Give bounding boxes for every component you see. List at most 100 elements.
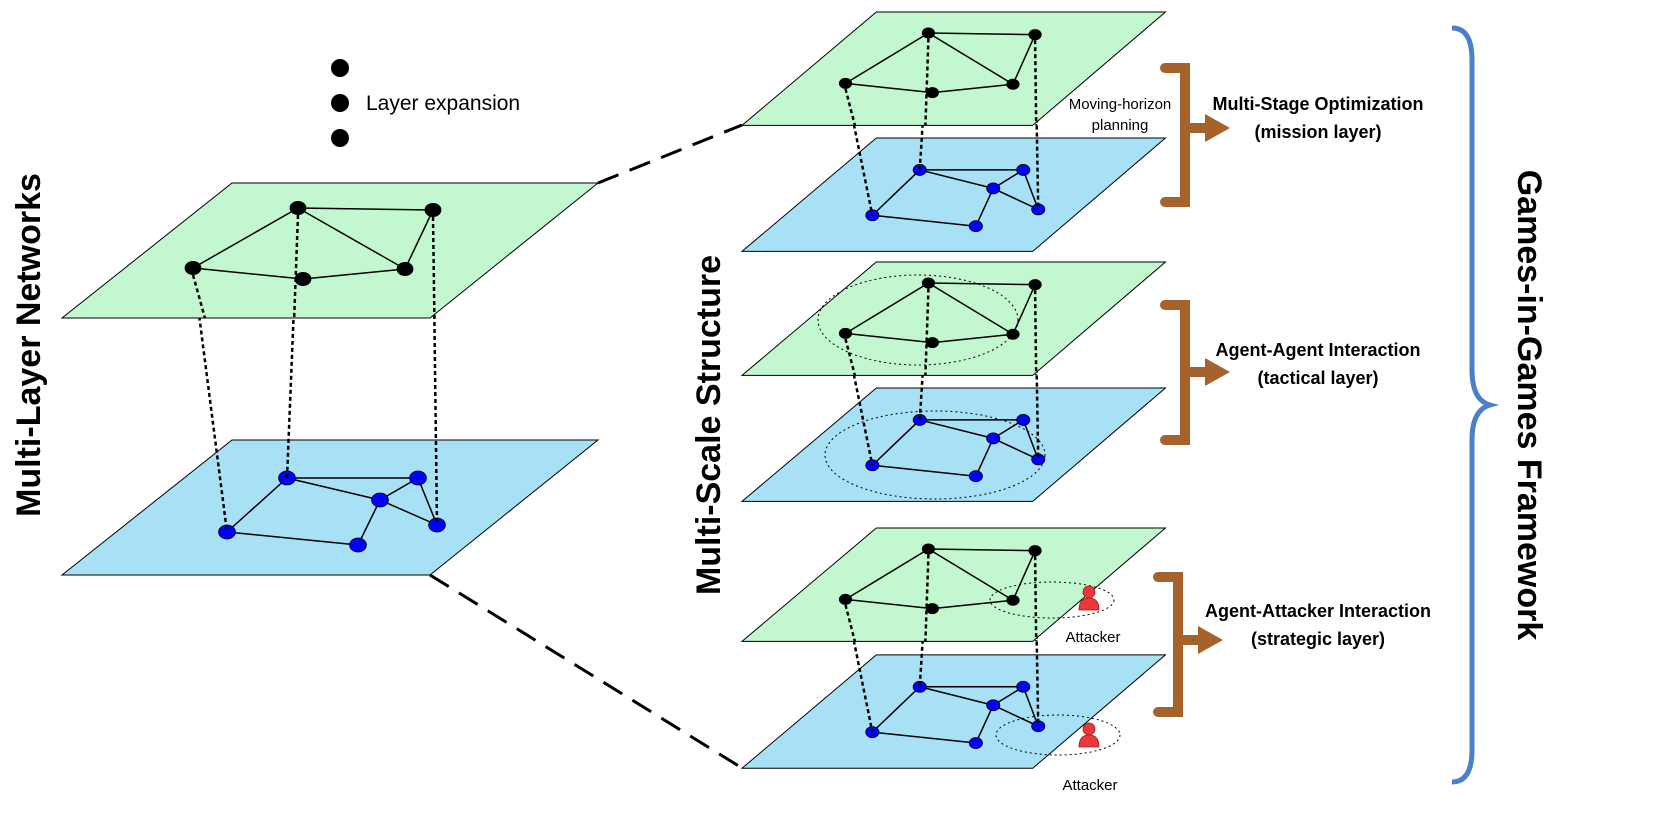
upper-edge bbox=[192, 207, 299, 269]
lower-node bbox=[912, 414, 927, 426]
title-games-in-games: Games-in-Games Framework bbox=[1510, 170, 1548, 641]
title-multi-scale-structure: Multi-Scale Structure bbox=[690, 255, 728, 595]
lower-edge bbox=[1022, 419, 1039, 460]
attack-ellipse bbox=[995, 714, 1121, 756]
bracket bbox=[1153, 572, 1183, 717]
interlayer-link bbox=[844, 88, 857, 126]
lower-node bbox=[912, 164, 927, 176]
lower-edge bbox=[1022, 169, 1039, 210]
upper-edge bbox=[928, 32, 1014, 85]
layer-title-tactical: Agent-Agent Interaction bbox=[1216, 340, 1421, 360]
upper-edge bbox=[1012, 34, 1036, 85]
lower-node bbox=[986, 432, 1001, 445]
lower-edge bbox=[871, 419, 921, 466]
upper-edge bbox=[297, 207, 434, 211]
upper-node bbox=[921, 27, 936, 39]
upper-edge bbox=[845, 82, 933, 94]
lower-node bbox=[986, 699, 1001, 712]
upper-edge bbox=[404, 209, 434, 270]
lower-edge bbox=[226, 531, 359, 546]
interlayer-link bbox=[431, 216, 436, 319]
upper-edge bbox=[845, 32, 929, 85]
lower-node bbox=[1016, 414, 1031, 426]
interlayer-link bbox=[844, 604, 857, 642]
expansion-dot bbox=[331, 94, 349, 112]
attacker-icon bbox=[1078, 722, 1100, 748]
lower-edge bbox=[417, 477, 438, 526]
lower-edge bbox=[919, 419, 994, 440]
lower-node bbox=[1016, 680, 1031, 693]
lower-node bbox=[968, 470, 983, 483]
upper-edge bbox=[1012, 550, 1036, 601]
network-pair bbox=[740, 261, 1167, 502]
interlayer-link bbox=[924, 554, 930, 642]
bracket-arrow bbox=[1160, 300, 1230, 445]
lower-edge bbox=[379, 499, 438, 526]
interlayer-link bbox=[924, 288, 930, 376]
upper-node bbox=[838, 593, 853, 605]
interlayer-link bbox=[1033, 40, 1038, 126]
upper-edge bbox=[928, 282, 1014, 335]
upper-node bbox=[838, 327, 853, 339]
network-pair bbox=[60, 182, 600, 576]
lower-edge bbox=[871, 169, 921, 216]
layer-subtitle-tactical: (tactical layer) bbox=[1257, 368, 1378, 388]
zoom-connector-bottom bbox=[429, 573, 743, 770]
lower-edge bbox=[872, 464, 976, 477]
upper-edge bbox=[932, 333, 1014, 344]
upper-node bbox=[1028, 29, 1042, 41]
bracket bbox=[1160, 63, 1190, 207]
expansion-dot bbox=[331, 129, 349, 147]
lower-node bbox=[986, 182, 1001, 195]
lower-edge bbox=[919, 169, 994, 190]
layer-title-strategic: Agent-Attacker Interaction bbox=[1205, 601, 1431, 621]
upper-node bbox=[925, 603, 939, 615]
upper-edge bbox=[302, 268, 406, 280]
lower-edge bbox=[871, 686, 921, 733]
lower-plane bbox=[740, 137, 1167, 252]
upper-edge bbox=[297, 207, 406, 270]
network-pair bbox=[740, 11, 1167, 252]
lower-edge bbox=[919, 686, 994, 706]
upper-plane bbox=[60, 182, 600, 319]
interlayer-link bbox=[924, 38, 930, 126]
lower-node bbox=[278, 470, 296, 486]
upper-edge bbox=[932, 599, 1014, 610]
layer-subtitle-strategic: (strategic layer) bbox=[1251, 629, 1385, 649]
layer-title-mission: Multi-Stage Optimization bbox=[1213, 94, 1424, 114]
upper-edge bbox=[928, 282, 1036, 286]
lower-edge bbox=[975, 704, 994, 744]
lower-node bbox=[968, 737, 983, 749]
interlayer-link bbox=[844, 338, 857, 376]
upper-plane bbox=[740, 261, 1167, 376]
upper-edge bbox=[928, 32, 1036, 36]
upper-node bbox=[1006, 594, 1020, 606]
upper-node bbox=[424, 203, 442, 217]
interlayer-link bbox=[191, 274, 207, 319]
lower-node bbox=[968, 220, 983, 233]
upper-node bbox=[925, 87, 939, 99]
upper-edge bbox=[845, 282, 929, 335]
upper-node bbox=[921, 543, 936, 555]
layer-subtitle-mission: (mission layer) bbox=[1254, 122, 1381, 142]
lower-edge bbox=[226, 477, 288, 533]
lower-edge bbox=[357, 499, 381, 546]
lower-plane bbox=[740, 387, 1167, 502]
interaction-ellipse bbox=[824, 410, 1046, 500]
title-multi-layer-networks: Multi-Layer Networks bbox=[10, 173, 48, 517]
upper-edge bbox=[845, 598, 933, 610]
moving-horizon-label: Moving-horizon bbox=[1069, 96, 1172, 113]
attacker-label: Attacker bbox=[1065, 629, 1120, 646]
attacker-label: Attacker bbox=[1062, 777, 1117, 794]
upper-edge bbox=[928, 548, 1014, 601]
lower-node bbox=[912, 680, 927, 693]
upper-node bbox=[838, 77, 853, 89]
upper-node bbox=[294, 272, 312, 286]
lower-edge bbox=[872, 214, 976, 227]
attacker-icon bbox=[1078, 585, 1100, 611]
upper-node bbox=[1006, 78, 1020, 90]
lower-node bbox=[409, 470, 427, 486]
upper-node bbox=[184, 261, 202, 275]
lower-edge bbox=[992, 437, 1039, 461]
